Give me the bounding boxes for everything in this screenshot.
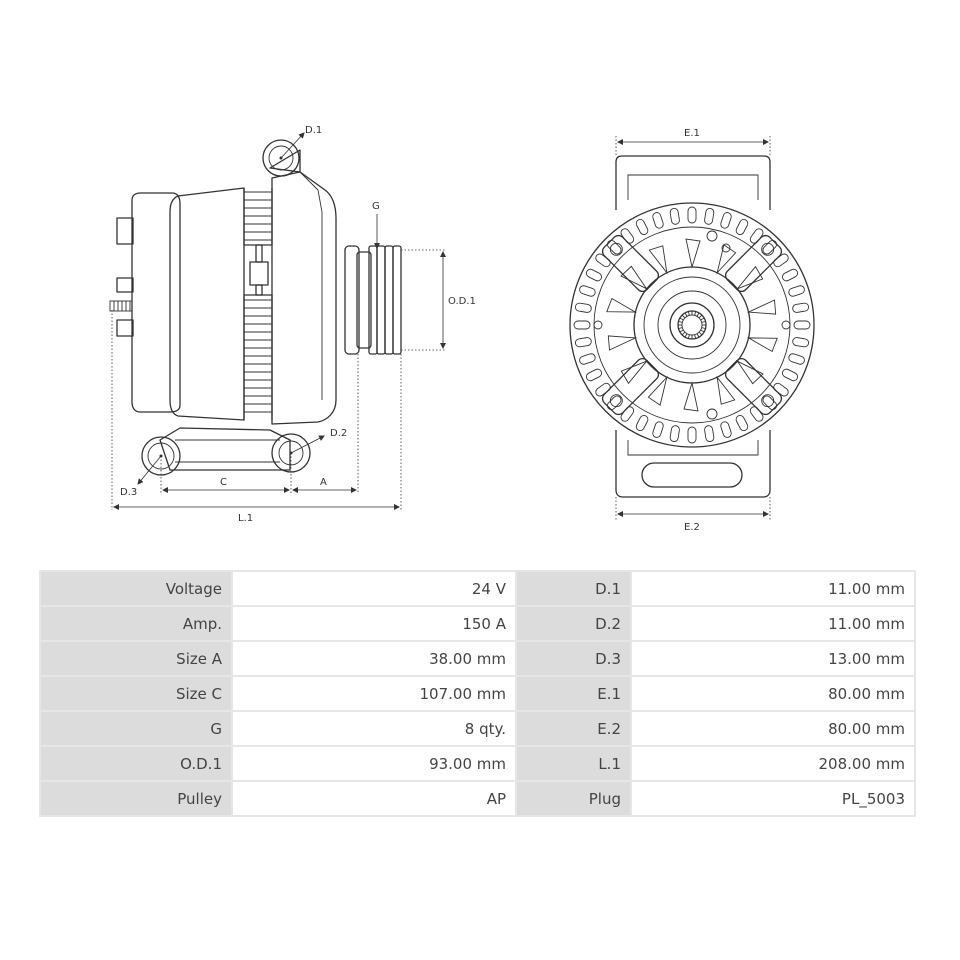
spec-label: Voltage [41,572,231,605]
spec-value: 208.00 mm [632,747,914,780]
front-housing [271,171,337,425]
spokes [601,234,783,416]
label-d3: D.3 [120,487,137,498]
top-mount-block [615,155,771,210]
terminal-block-top [116,217,134,245]
spec-label: Amp. [41,607,231,640]
fan-outer-ring [569,202,815,448]
spec-label: D.3 [517,642,630,675]
spec-value: 80.00 mm [632,712,914,745]
bottom-bracket [159,427,291,471]
technical-drawing: D.1 D.2 D.3 G O.D.1 C A L.1 [109,125,815,533]
label-d2: D.2 [330,428,347,439]
terminal-block-low [116,319,134,337]
spec-label: Size C [41,677,231,710]
spec-label: L.1 [517,747,630,780]
bottom-slot [641,462,743,488]
side-view: D.1 D.2 D.3 G O.D.1 C A L.1 [109,125,476,524]
terminal-block-mid [116,277,134,293]
spec-label: E.1 [517,677,630,710]
stator-fins [243,188,273,420]
spec-label: D.1 [517,572,630,605]
spec-label: Pulley [41,782,231,815]
spec-value: 11.00 mm [632,607,914,640]
label-a: A [320,477,327,488]
fan-blades [606,238,778,412]
label-d1: D.1 [305,125,322,136]
stator-housing [169,187,245,421]
label-e2: E.2 [684,522,700,533]
label-l1: L.1 [238,513,253,524]
spec-label: Size A [41,642,231,675]
rear-cover [131,192,181,413]
bottom-mount-block [615,430,771,498]
label-od1: O.D.1 [448,296,476,307]
spec-label: Plug [517,782,630,815]
spec-value: 80.00 mm [632,677,914,710]
spec-value: 24 V [233,572,515,605]
spec-value: AP [233,782,515,815]
pulley [344,245,402,355]
spec-value: 93.00 mm [233,747,515,780]
hub-outer [633,266,751,384]
label-c: C [220,477,227,488]
spec-value: 107.00 mm [233,677,515,710]
spec-label: E.2 [517,712,630,745]
front-view: E.1 E.2 [569,128,815,533]
spec-label: D.2 [517,607,630,640]
spec-value: 150 A [233,607,515,640]
mount-eye-d1 [262,139,300,177]
spec-value: 38.00 mm [233,642,515,675]
spec-value: 11.00 mm [632,572,914,605]
spec-value: 13.00 mm [632,642,914,675]
label-g: G [372,201,380,212]
label-e1: E.1 [684,128,700,139]
spec-label: G [41,712,231,745]
spec-value: 8 qty. [233,712,515,745]
threaded-stud [109,300,133,312]
spec-label: O.D.1 [41,747,231,780]
spec-value: PL_5003 [632,782,914,815]
